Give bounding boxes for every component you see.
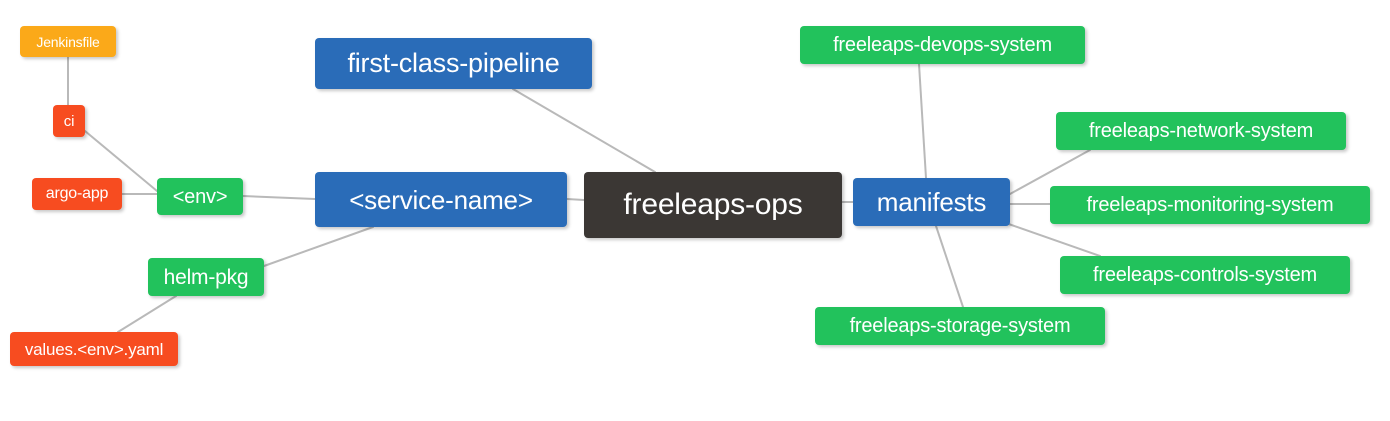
node-label-first-class-pipeline: first-class-pipeline (347, 48, 560, 78)
node-label-root: freeleaps-ops (623, 188, 803, 221)
node-label-values-yaml: values.<env>.yaml (24, 339, 164, 359)
node-helm-pkg[interactable]: helm-pkg (148, 258, 264, 296)
edge-service-name-to-helm-pkg (263, 226, 374, 267)
node-label-monitoring-system: freeleaps-monitoring-system (1086, 194, 1334, 216)
node-service-name[interactable]: <service-name> (315, 172, 567, 227)
node-root[interactable]: freeleaps-ops (584, 172, 842, 238)
node-label-network-system: freeleaps-network-system (1088, 120, 1314, 142)
node-first-class-pipeline[interactable]: first-class-pipeline (315, 38, 592, 89)
node-values-yaml[interactable]: values.<env>.yaml (10, 332, 178, 366)
edge-manifests-to-storage-system (935, 225, 964, 308)
node-monitoring-system[interactable]: freeleaps-monitoring-system (1050, 186, 1370, 224)
node-controls-system[interactable]: freeleaps-controls-system (1060, 256, 1350, 294)
node-network-system[interactable]: freeleaps-network-system (1056, 112, 1346, 150)
node-label-argo-app: argo-app (45, 185, 109, 202)
node-env[interactable]: <env> (157, 178, 243, 215)
node-label-service-name: <service-name> (349, 184, 533, 215)
node-jenkinsfile[interactable]: Jenkinsfile (20, 26, 116, 57)
edge-manifests-to-devops-system (918, 63, 927, 179)
edge-helm-pkg-to-values-yaml (117, 295, 177, 333)
edge-manifests-to-controls-system (1002, 221, 1101, 257)
node-label-storage-system: freeleaps-storage-system (849, 315, 1071, 337)
node-devops-system[interactable]: freeleaps-devops-system (800, 26, 1085, 64)
node-ci[interactable]: ci (53, 105, 85, 137)
node-argo-app[interactable]: argo-app (32, 178, 122, 210)
edge-root-to-service-name (566, 198, 585, 201)
node-label-jenkinsfile: Jenkinsfile (36, 33, 100, 50)
node-label-helm-pkg: helm-pkg (163, 265, 249, 289)
node-label-controls-system: freeleaps-controls-system (1093, 264, 1317, 286)
edge-root-to-first-class-pipeline (512, 88, 656, 173)
node-storage-system[interactable]: freeleaps-storage-system (815, 307, 1105, 345)
node-label-devops-system: freeleaps-devops-system (833, 34, 1052, 56)
node-manifests[interactable]: manifests (853, 178, 1010, 226)
node-label-env: <env> (172, 185, 228, 208)
node-label-manifests: manifests (876, 187, 987, 217)
node-label-ci: ci (63, 112, 75, 130)
edge-service-name-to-env (242, 195, 316, 200)
